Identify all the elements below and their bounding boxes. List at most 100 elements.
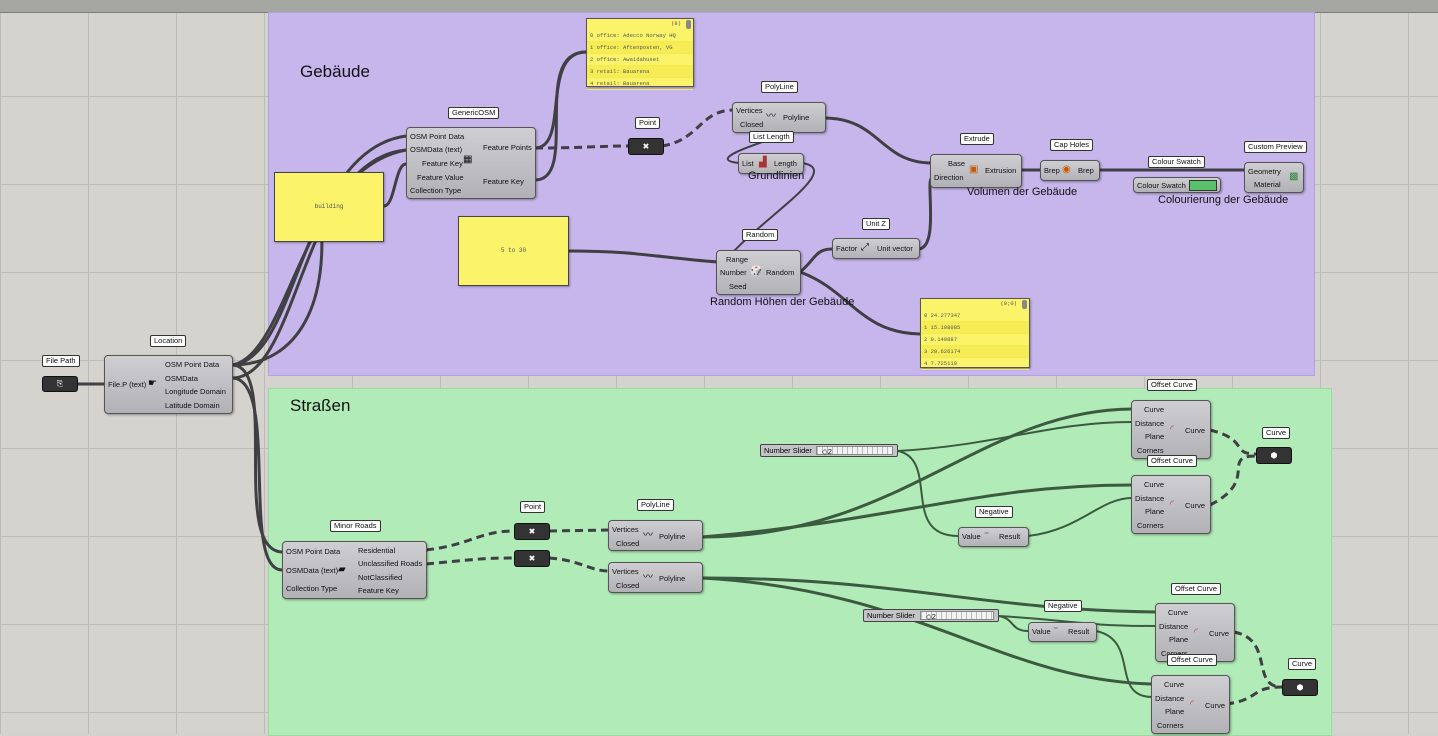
- colour-swatch-component[interactable]: Colour Swatch: [1133, 177, 1221, 193]
- generic-osm-input-collection-type[interactable]: Collection Type: [410, 186, 462, 195]
- generic-osm-component[interactable]: OSM Point Data OSMData (text) Feature Ke…: [406, 127, 536, 199]
- offset-curve-3-input-distance[interactable]: Distance: [1159, 622, 1189, 631]
- point-b-param[interactable]: ✖: [628, 138, 664, 155]
- range-note[interactable]: 5 to 30: [458, 216, 569, 286]
- cap-holes-output[interactable]: Brep: [1078, 166, 1094, 175]
- number-slider-1-track[interactable]: ◇2: [816, 446, 893, 456]
- generic-osm-input-feature-key[interactable]: Feature Key: [422, 159, 463, 168]
- custom-preview-component[interactable]: Geometry Material ▩: [1244, 162, 1304, 193]
- offset-curve-3-input-corners[interactable]: Corners: [1161, 649, 1188, 658]
- heights-panel[interactable]: (0;0) 0 24.277347 1 15.108085 2 9.149887…: [920, 298, 1030, 370]
- point-s2-param[interactable]: ✖: [514, 550, 550, 567]
- heights-panel-scrollbar[interactable]: [1022, 300, 1027, 309]
- offset-curve-4-input-curve[interactable]: Curve: [1164, 680, 1185, 689]
- offset-curve-2-input-plane[interactable]: Plane: [1145, 507, 1165, 516]
- polyline-b-input-vertices[interactable]: Vertices: [736, 106, 763, 115]
- minor-roads-output-unclassified[interactable]: Unclassified Roads: [358, 559, 423, 568]
- offset-curve-1-input-curve[interactable]: Curve: [1144, 405, 1165, 414]
- extrude-input-base[interactable]: Base: [948, 159, 966, 168]
- offset-curve-3-output[interactable]: Curve: [1209, 629, 1230, 638]
- generic-osm-input-feature-value[interactable]: Feature Value: [417, 173, 464, 182]
- offset-curve-4-input-corners[interactable]: Corners: [1157, 721, 1184, 730]
- polyline-s2-component[interactable]: Vertices Closed 〰 Polyline: [608, 562, 703, 593]
- offset-curve-1-output[interactable]: Curve: [1185, 426, 1206, 435]
- unit-z-output[interactable]: Unit vector: [877, 244, 913, 253]
- offset-curve-3-input-curve[interactable]: Curve: [1168, 608, 1189, 617]
- minor-roads-component[interactable]: OSM Point Data OSMData (text) Collection…: [282, 541, 427, 599]
- polyline-b-input-closed[interactable]: Closed: [740, 120, 764, 129]
- number-slider-2-track[interactable]: ◇2: [920, 611, 994, 621]
- offset-curve-4-input-plane[interactable]: Plane: [1165, 707, 1185, 716]
- offset-curve-2-input-distance[interactable]: Distance: [1135, 494, 1165, 503]
- location-output-latitude-domain[interactable]: Latitude Domain: [165, 401, 220, 410]
- features-panel[interactable]: (8) 0 office: Adecco Norway HQ 1 office:…: [586, 18, 694, 90]
- random-input-range[interactable]: Range: [726, 255, 749, 264]
- point-s1-param[interactable]: ✖: [514, 523, 550, 540]
- polyline-s1-input-vertices[interactable]: Vertices: [612, 525, 639, 534]
- generic-osm-input-osmdata[interactable]: OSMData (text): [410, 145, 463, 154]
- custom-preview-input-geometry[interactable]: Geometry: [1248, 167, 1281, 176]
- number-slider-1[interactable]: Number Slider ◇2: [760, 444, 898, 457]
- custom-preview-input-material[interactable]: Material: [1254, 180, 1281, 189]
- minor-roads-output-residential[interactable]: Residential: [358, 546, 396, 555]
- random-output[interactable]: Random: [766, 268, 795, 277]
- negative-2-output[interactable]: Result: [1068, 627, 1090, 636]
- unit-z-component[interactable]: Factor ⤢ Unit vector: [832, 238, 920, 259]
- minor-roads-input-osmdata[interactable]: OSMData (text): [286, 566, 339, 575]
- offset-curve-4-input-distance[interactable]: Distance: [1155, 694, 1185, 703]
- list-length-input[interactable]: List: [742, 159, 754, 168]
- offset-curve-1-component[interactable]: Curve Distance Plane Corners ◜ Curve: [1131, 400, 1211, 459]
- file-path-param[interactable]: ⎘: [42, 376, 78, 392]
- location-output-osmdata[interactable]: OSMData: [165, 374, 198, 383]
- offset-curve-1-input-plane[interactable]: Plane: [1145, 432, 1165, 441]
- negative-2-component[interactable]: Value ⁻ Result: [1028, 622, 1097, 642]
- number-slider-2[interactable]: Number Slider ◇2: [863, 609, 999, 622]
- minor-roads-input-collection-type[interactable]: Collection Type: [286, 584, 338, 593]
- generic-osm-input-osm-point-data[interactable]: OSM Point Data: [410, 132, 465, 141]
- extrude-input-direction[interactable]: Direction: [934, 173, 964, 182]
- offset-curve-4-output[interactable]: Curve: [1205, 701, 1226, 710]
- offset-curve-4-component[interactable]: Curve Distance Plane Corners ◜ Curve: [1151, 675, 1230, 734]
- negative-2-input[interactable]: Value: [1032, 627, 1051, 636]
- list-length-component[interactable]: List ▟ Length: [738, 153, 804, 174]
- location-output-osm-point-data[interactable]: OSM Point Data: [165, 360, 220, 369]
- offset-curve-3-component[interactable]: Curve Distance Plane Corners ◜ Curve: [1155, 603, 1235, 662]
- generic-osm-output-feature-points[interactable]: Feature Points: [483, 143, 532, 152]
- location-output-longitude-domain[interactable]: Longitude Domain: [165, 387, 226, 396]
- offset-curve-2-input-curve[interactable]: Curve: [1144, 480, 1165, 489]
- location-component[interactable]: File.P (text) ☛ OSM Point Data OSMData L…: [104, 355, 233, 414]
- features-panel-scrollbar[interactable]: [686, 20, 691, 29]
- negative-1-component[interactable]: Value ⁻ Result: [958, 527, 1029, 547]
- random-component[interactable]: Range Number Seed 🎲 Random: [716, 250, 801, 295]
- generic-osm-output-feature-key[interactable]: Feature Key: [483, 177, 524, 186]
- polyline-b-component[interactable]: Vertices Closed 〰 Polyline: [732, 102, 826, 133]
- negative-1-input[interactable]: Value: [962, 532, 981, 541]
- cap-holes-component[interactable]: Brep ◉ Brep: [1040, 160, 1100, 181]
- polyline-s1-output[interactable]: Polyline: [659, 532, 686, 541]
- curve-1-param[interactable]: ⬢: [1256, 447, 1292, 464]
- buildings-note[interactable]: building: [274, 172, 384, 242]
- offset-curve-3-input-plane[interactable]: Plane: [1169, 635, 1189, 644]
- list-length-output[interactable]: Length: [774, 159, 797, 168]
- random-input-seed[interactable]: Seed: [729, 282, 747, 291]
- polyline-s2-input-closed[interactable]: Closed: [616, 581, 640, 590]
- unit-z-input[interactable]: Factor: [836, 244, 858, 253]
- negative-1-output[interactable]: Result: [999, 532, 1021, 541]
- cap-holes-input[interactable]: Brep: [1044, 166, 1060, 175]
- offset-curve-1-input-distance[interactable]: Distance: [1135, 419, 1165, 428]
- polyline-s2-input-vertices[interactable]: Vertices: [612, 567, 639, 576]
- offset-curve-1-input-corners[interactable]: Corners: [1137, 446, 1164, 455]
- colour-swatch-color[interactable]: [1189, 180, 1217, 191]
- offset-curve-2-component[interactable]: Curve Distance Plane Corners ◜ Curve: [1131, 475, 1211, 534]
- polyline-s1-component[interactable]: Vertices Closed 〰 Polyline: [608, 520, 703, 551]
- minor-roads-output-notclassified[interactable]: NotClassified: [358, 573, 403, 582]
- offset-curve-2-input-corners[interactable]: Corners: [1137, 521, 1164, 530]
- extrude-output[interactable]: Extrusion: [985, 166, 1017, 175]
- extrude-component[interactable]: Base Direction ▣ Extrusion: [930, 154, 1022, 188]
- offset-curve-2-output[interactable]: Curve: [1185, 501, 1206, 510]
- polyline-b-output[interactable]: Polyline: [783, 113, 810, 122]
- polyline-s1-input-closed[interactable]: Closed: [616, 539, 640, 548]
- curve-2-param[interactable]: ⬢: [1282, 679, 1318, 696]
- minor-roads-output-feature-key[interactable]: Feature Key: [358, 586, 399, 595]
- minor-roads-input-osm-point-data[interactable]: OSM Point Data: [286, 547, 341, 556]
